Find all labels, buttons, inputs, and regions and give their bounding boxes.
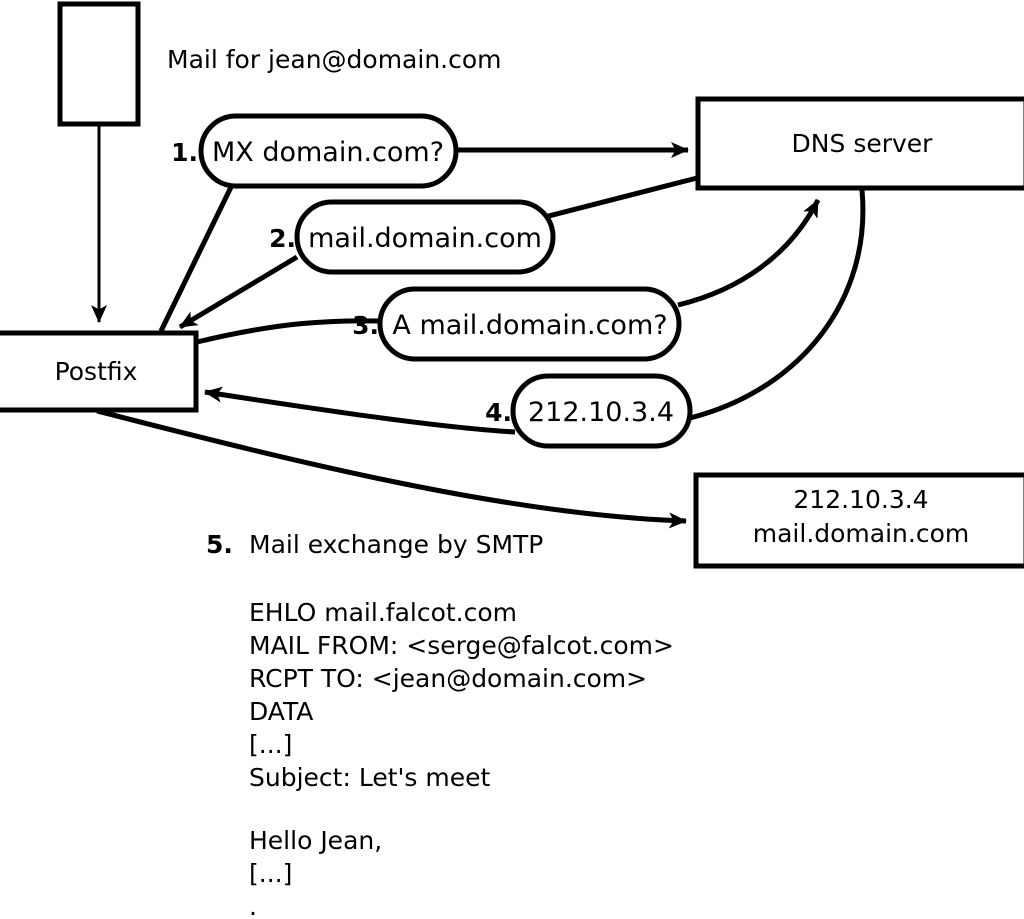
edge-dns-to-step4: [689, 189, 866, 421]
smtp-line-ehlo: EHLO mail.falcot.com: [249, 598, 517, 627]
smtp-line-mail-from: MAIL FROM: <serge@falcot.com>: [249, 631, 674, 660]
edge-step2-to-postfix: [178, 254, 299, 330]
edge-step4-to-postfix: [204, 386, 516, 435]
bubble-step-4-label: 212.10.3.4: [528, 397, 674, 428]
step-number-3: 3.: [352, 311, 379, 340]
smtp-line-data: DATA: [249, 697, 313, 726]
node-postfix-box: [0, 330, 199, 413]
node-mailserver-host: mail.domain.com: [753, 519, 969, 548]
step-number-1: 1.: [171, 138, 198, 167]
step-number-2: 2.: [269, 224, 296, 253]
edge-step3-to-dns: [677, 198, 821, 308]
step-number-4: 4.: [485, 398, 512, 427]
smtp-line-hello: Hello Jean,: [249, 826, 382, 855]
smtp-line-ellipsis-1: [...]: [249, 730, 292, 759]
bubble-step-2: [294, 199, 556, 275]
bubble-step-3: [377, 286, 682, 362]
smtp-line-dot: .: [249, 892, 257, 919]
node-mua-box: [57, 1, 141, 127]
bubble-step-3-label: A mail.domain.com?: [392, 310, 667, 341]
edge-postfix-to-step3: [196, 318, 383, 345]
node-postfix-label: Postfix: [55, 357, 138, 386]
bubble-step-1-label: MX domain.com?: [212, 137, 444, 168]
bubble-step-1: [198, 113, 459, 189]
step-5-label: Mail exchange by SMTP: [249, 530, 543, 559]
edge-postfix-to-step1: [158, 183, 235, 333]
bubble-step-2-label: mail.domain.com: [308, 223, 542, 254]
node-mailserver-box: [693, 472, 1024, 569]
smtp-line-subject: Subject: Let's meet: [249, 763, 490, 792]
bubble-step-4: [510, 373, 693, 449]
edge-postfix-to-mailserver: [96, 408, 687, 529]
smtp-line-ellipsis-2: [...]: [249, 859, 292, 888]
node-dns-box: [695, 96, 1024, 191]
title-mail-for: Mail for jean@domain.com: [167, 45, 502, 74]
node-dns-label: DNS server: [792, 129, 934, 158]
smtp-line-rcpt-to: RCPT TO: <jean@domain.com>: [249, 664, 647, 693]
node-mailserver-ip: 212.10.3.4: [793, 485, 928, 514]
step-number-5: 5.: [206, 530, 233, 559]
